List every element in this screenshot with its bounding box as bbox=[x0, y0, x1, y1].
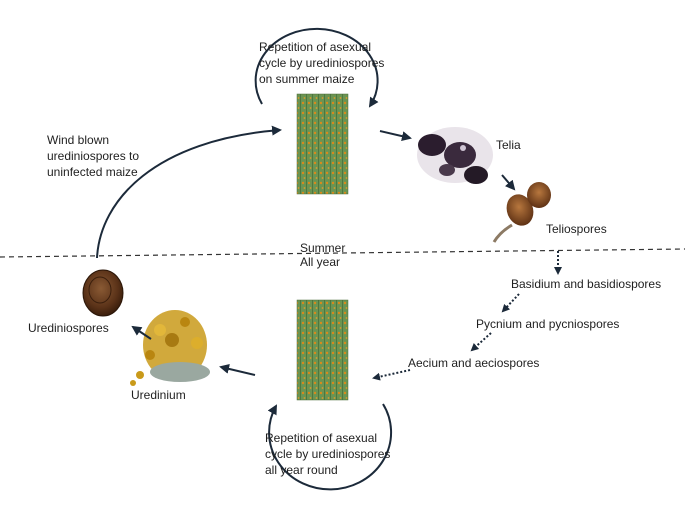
maize-leaf-image-bottom bbox=[296, 299, 349, 401]
top-cycle-arrow bbox=[254, 27, 379, 108]
bottom-cycle-label: Repetition of asexual cycle by uredinios… bbox=[265, 431, 391, 477]
wind-dispersal-arrow bbox=[96, 125, 282, 259]
arrow-to-teliospores bbox=[501, 174, 516, 191]
wind-dispersal-label: Wind blown urediniospores to uninfected … bbox=[47, 133, 140, 179]
telia-image bbox=[417, 127, 493, 184]
arrow-to-pycnium bbox=[501, 293, 520, 313]
telia-label: Telia bbox=[496, 138, 521, 152]
teliospores-label: Teliospores bbox=[546, 222, 607, 236]
basidium-label: Basidium and basidiospores bbox=[511, 277, 662, 291]
bottom-cycle-arrow bbox=[267, 403, 393, 491]
uredinium-label: Uredinium bbox=[131, 388, 186, 402]
pycnium-label: Pycnium and pycniospores bbox=[476, 317, 620, 331]
summer-label: Summer bbox=[300, 241, 346, 255]
teliospore-image bbox=[492, 182, 551, 243]
all-year-label: All year bbox=[300, 255, 341, 269]
aecium-label: Aecium and aeciospores bbox=[408, 356, 540, 370]
arrow-to-telia bbox=[379, 130, 412, 142]
arrow-to-uredinium bbox=[219, 363, 256, 376]
season-divider-line bbox=[0, 248, 685, 258]
maize-leaf-image-top bbox=[296, 93, 349, 195]
uredinium-image bbox=[130, 310, 210, 386]
top-cycle-label: Repetition of asexual cycle by uredinios… bbox=[259, 40, 385, 86]
urediniospore-image bbox=[82, 269, 124, 317]
arrow-to-bottom-leaf bbox=[372, 369, 411, 381]
arrow-to-aecium bbox=[470, 332, 492, 352]
urediniospores-label: Urediniospores bbox=[28, 321, 109, 335]
arrow-to-urediniospores bbox=[131, 325, 152, 340]
